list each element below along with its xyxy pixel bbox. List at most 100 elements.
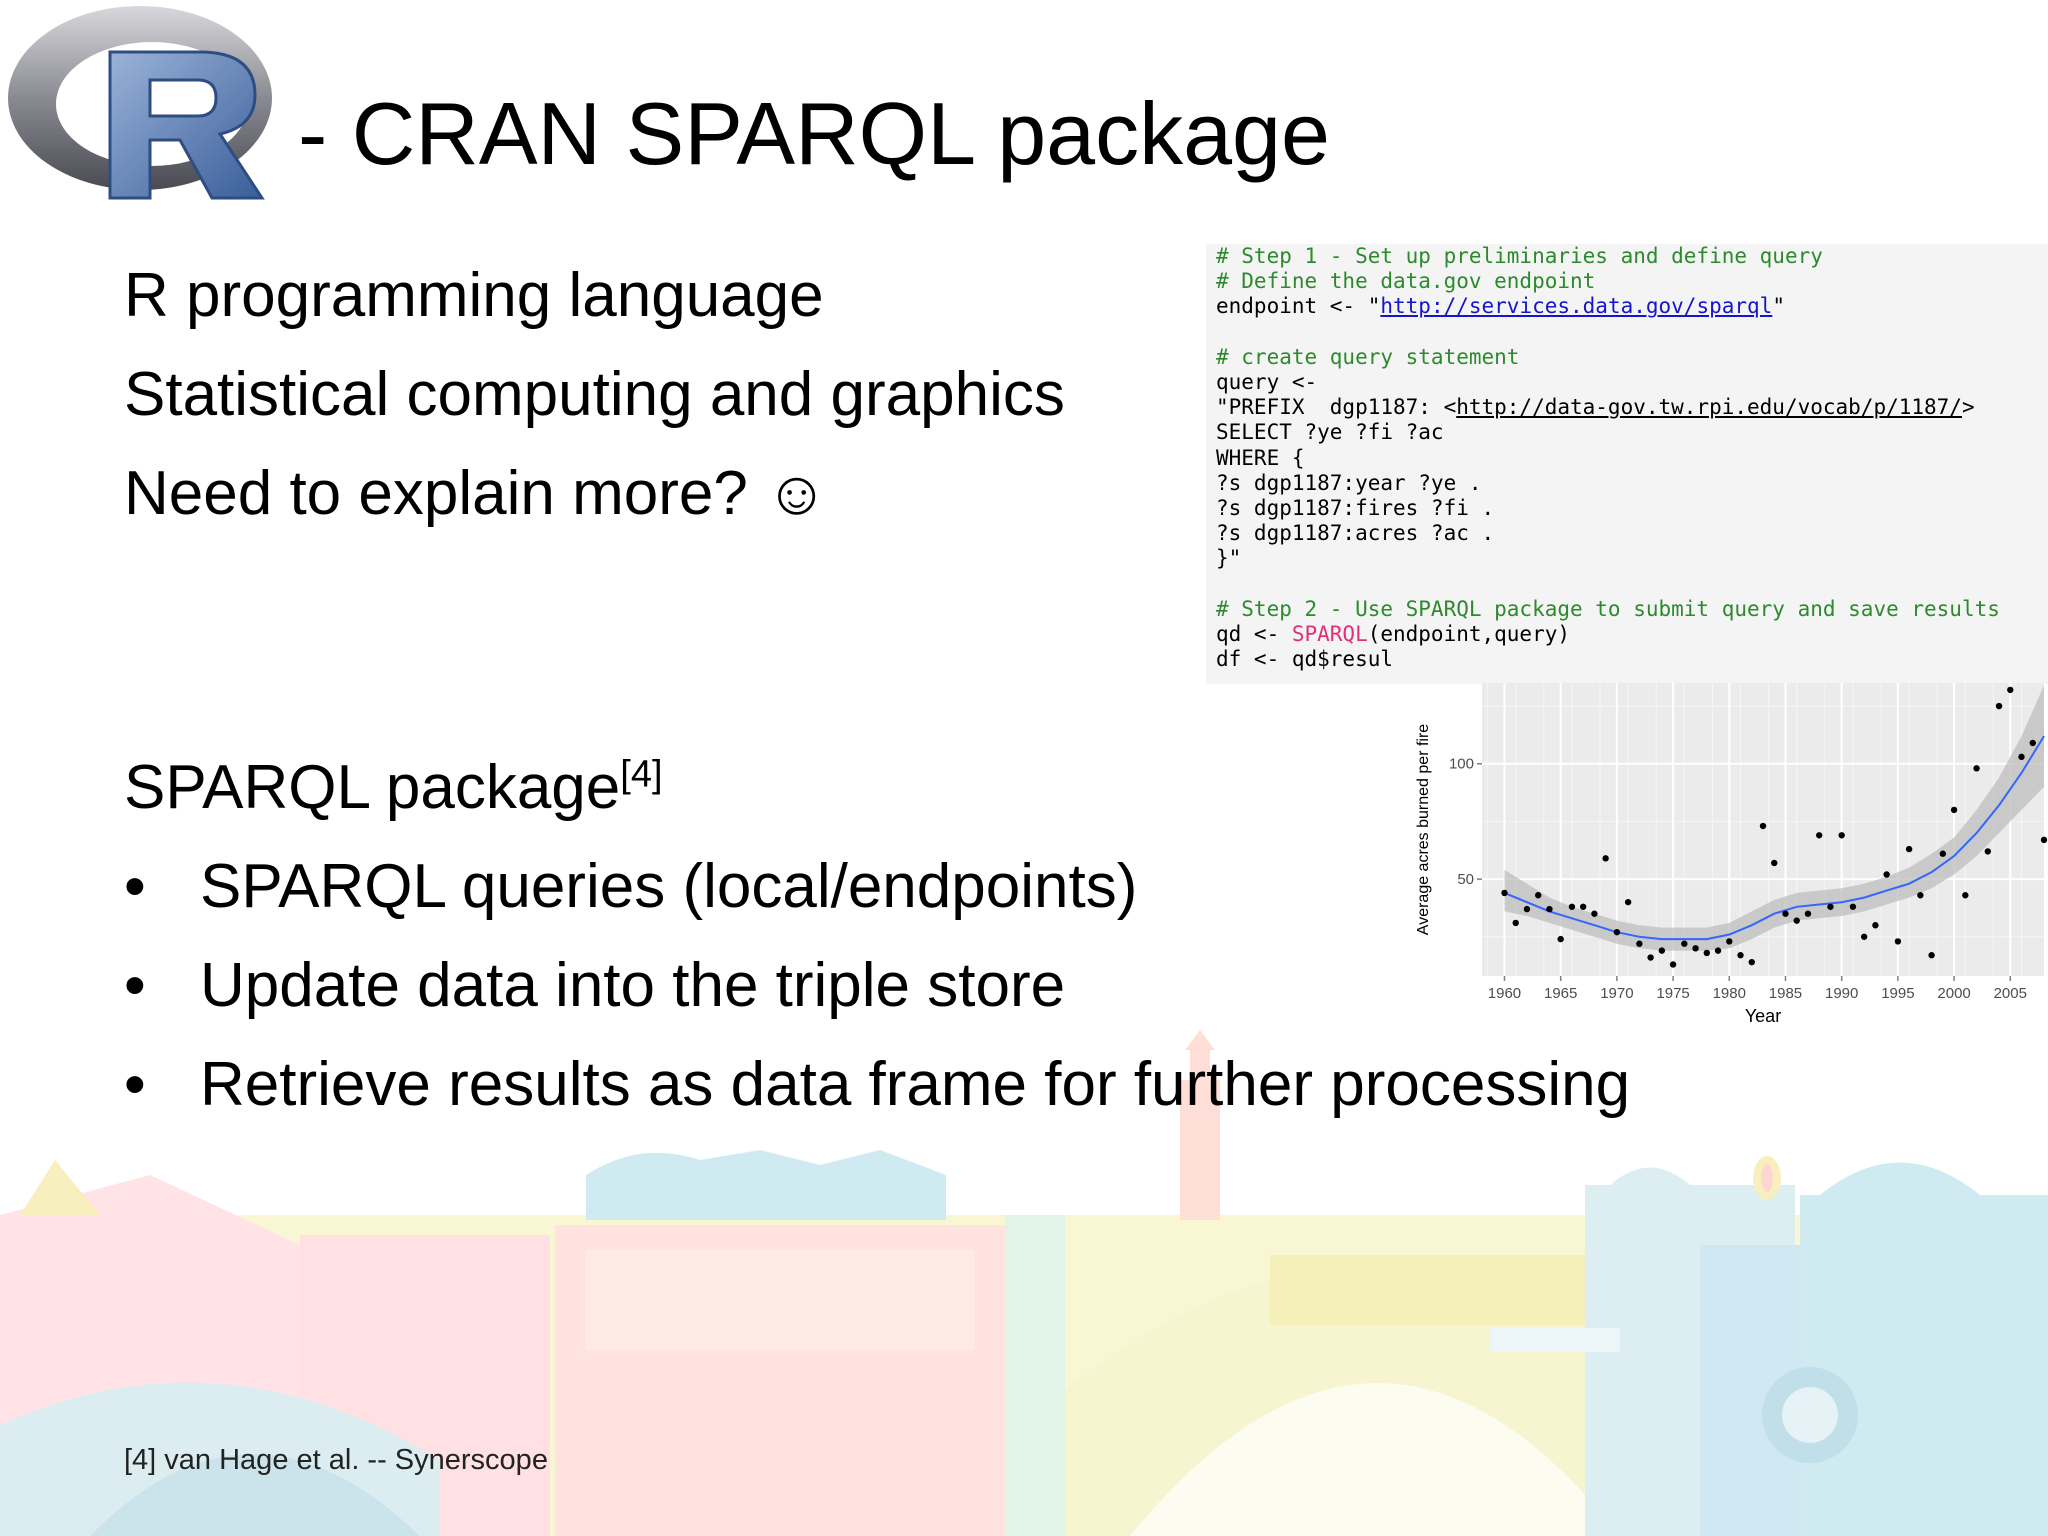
- package-heading: SPARQL package[4]: [124, 752, 663, 824]
- code-qd-line: qd <- SPARQL(endpoint,query): [1206, 622, 2048, 647]
- data-point: [1726, 938, 1733, 945]
- x-tick-label: 2005: [1994, 985, 2027, 1002]
- data-point: [1681, 940, 1688, 947]
- data-point: [1984, 848, 1991, 855]
- data-point: [2007, 686, 2014, 694]
- code-token: ": [1772, 294, 1785, 319]
- data-point: [1782, 910, 1789, 917]
- code-triple-line: ?s dgp1187:fires ?fi .: [1216, 495, 1495, 520]
- data-point: [1703, 949, 1710, 957]
- code-close-line: }": [1216, 546, 1242, 571]
- data-point: [1849, 903, 1857, 910]
- bullet-item: • Update data into the triple store: [124, 950, 1065, 1022]
- data-point: [1995, 702, 2003, 710]
- bullet-icon: •: [124, 951, 146, 1020]
- data-point: [1917, 892, 1924, 899]
- code-token: >: [1961, 395, 1975, 420]
- data-point: [2018, 753, 2025, 761]
- bullet-item: • Retrieve results as data frame for furt…: [124, 1049, 1630, 1121]
- x-tick-label: 1980: [1713, 985, 1746, 1002]
- data-point: [1894, 938, 1902, 945]
- intro-line-explain: Need to explain more? ☺: [124, 459, 829, 528]
- data-point: [1636, 940, 1643, 947]
- data-point: [1827, 903, 1834, 910]
- acres-per-fire-chart: 1960 1965 1970 1975 1980 1985 1990 1995 2000 2005…: [1415, 683, 2048, 1026]
- data-point: [1557, 935, 1564, 943]
- r-logo-icon: [8, 6, 272, 200]
- data-point: [1546, 905, 1553, 913]
- bullet-item: •SPARQL queries (local/endpoints): [124, 851, 1137, 923]
- data-point: [1714, 947, 1722, 954]
- package-reference: [4]: [620, 753, 663, 796]
- data-point: [1624, 898, 1632, 906]
- code-select-line: SELECT ?ye ?fi ?ac: [1216, 420, 1444, 445]
- code-prefix-line: "PREFIX dgp1187: <http://data-gov.tw.rpi…: [1206, 395, 2048, 420]
- package-heading-text: SPARQL package: [124, 753, 621, 822]
- code-comment-step1: # Step 1 - Set up preliminaries and defi…: [1216, 244, 1823, 268]
- y-axis-title: Average acres burned per fire: [1415, 724, 1432, 935]
- data-point: [1759, 822, 1767, 830]
- code-endpoint-url: http://services.data.gov/sparql: [1380, 294, 1773, 319]
- footnote-citation: [4] van Hage et al. -- Synerscope: [124, 1444, 548, 1476]
- data-point: [1860, 933, 1868, 940]
- data-point: [1962, 892, 1969, 899]
- data-point: [1950, 806, 1958, 814]
- x-tick-label: 1990: [1825, 985, 1858, 1002]
- intro-line-r-language: R programming language: [124, 261, 824, 330]
- data-point: [1523, 905, 1531, 913]
- data-point: [1669, 961, 1677, 968]
- x-tick-label: 1985: [1769, 985, 1802, 1002]
- data-point: [1973, 765, 1980, 772]
- data-point: [1793, 917, 1800, 924]
- code-token: (endpoint,query): [1367, 621, 1571, 646]
- code-token: "PREFIX dgp1187: <: [1216, 395, 1457, 420]
- x-tick-label: 1960: [1488, 985, 1521, 1002]
- code-token: endpoint <- ": [1216, 294, 1381, 319]
- x-tick-label: 2000: [1937, 985, 1970, 1002]
- data-point: [1804, 910, 1812, 917]
- bullet-text: Update data into the triple store: [200, 951, 1066, 1020]
- y-tick-label: 50: [1457, 871, 1474, 888]
- data-point: [1748, 958, 1755, 966]
- x-tick-label: 1995: [1881, 985, 1914, 1002]
- data-point: [1928, 952, 1935, 959]
- data-point: [1939, 850, 1947, 857]
- bullet-text: Retrieve results as data frame for furth…: [200, 1050, 1631, 1119]
- data-point: [1568, 903, 1576, 910]
- data-point: [1872, 922, 1879, 929]
- data-point: [1658, 947, 1666, 954]
- code-prefix-url: http://data-gov.tw.rpi.edu/vocab/p/1187/: [1456, 395, 1962, 420]
- data-point: [1535, 892, 1542, 899]
- bullet-icon: •: [124, 1050, 146, 1119]
- x-tick-label: 1975: [1656, 985, 1689, 1002]
- code-triple-line: ?s dgp1187:acres ?ac .: [1216, 521, 1495, 546]
- y-tick-label: 100: [1449, 756, 1474, 773]
- code-where-line: WHERE {: [1216, 445, 1305, 470]
- data-point: [1512, 919, 1519, 927]
- code-endpoint-line: endpoint <- "http://services.data.gov/sp…: [1206, 294, 2048, 319]
- code-comment-step2: # Step 2 - Use SPARQL package to submit …: [1216, 596, 2000, 621]
- x-axis-title: Year: [1745, 1006, 1781, 1026]
- code-blank-line: [1206, 320, 2048, 345]
- x-tick-label: 1970: [1600, 985, 1633, 1002]
- data-point: [1579, 903, 1587, 910]
- data-point: [1647, 954, 1654, 961]
- data-point: [1816, 832, 1823, 839]
- data-point: [1591, 910, 1598, 917]
- code-token: qd <-: [1216, 621, 1292, 646]
- data-point: [1692, 945, 1699, 952]
- smooth-trend-line: [1504, 735, 2045, 941]
- code-query-assign: query <-: [1216, 369, 1318, 394]
- data-point: [1905, 845, 1913, 853]
- code-df-line: df <- qd$resul: [1216, 647, 1394, 671]
- x-tick-label: 1965: [1544, 985, 1577, 1002]
- code-function-name: SPARQL: [1291, 621, 1368, 646]
- bullet-text: SPARQL queries (local/endpoints): [200, 852, 1138, 921]
- code-triple-line: ?s dgp1187:year ?ye .: [1216, 470, 1482, 495]
- data-point: [1501, 889, 1508, 897]
- r-code-screenshot: # Step 1 - Set up preliminaries and defi…: [1206, 244, 2048, 684]
- data-point: [2040, 836, 2048, 844]
- data-point: [1737, 952, 1744, 959]
